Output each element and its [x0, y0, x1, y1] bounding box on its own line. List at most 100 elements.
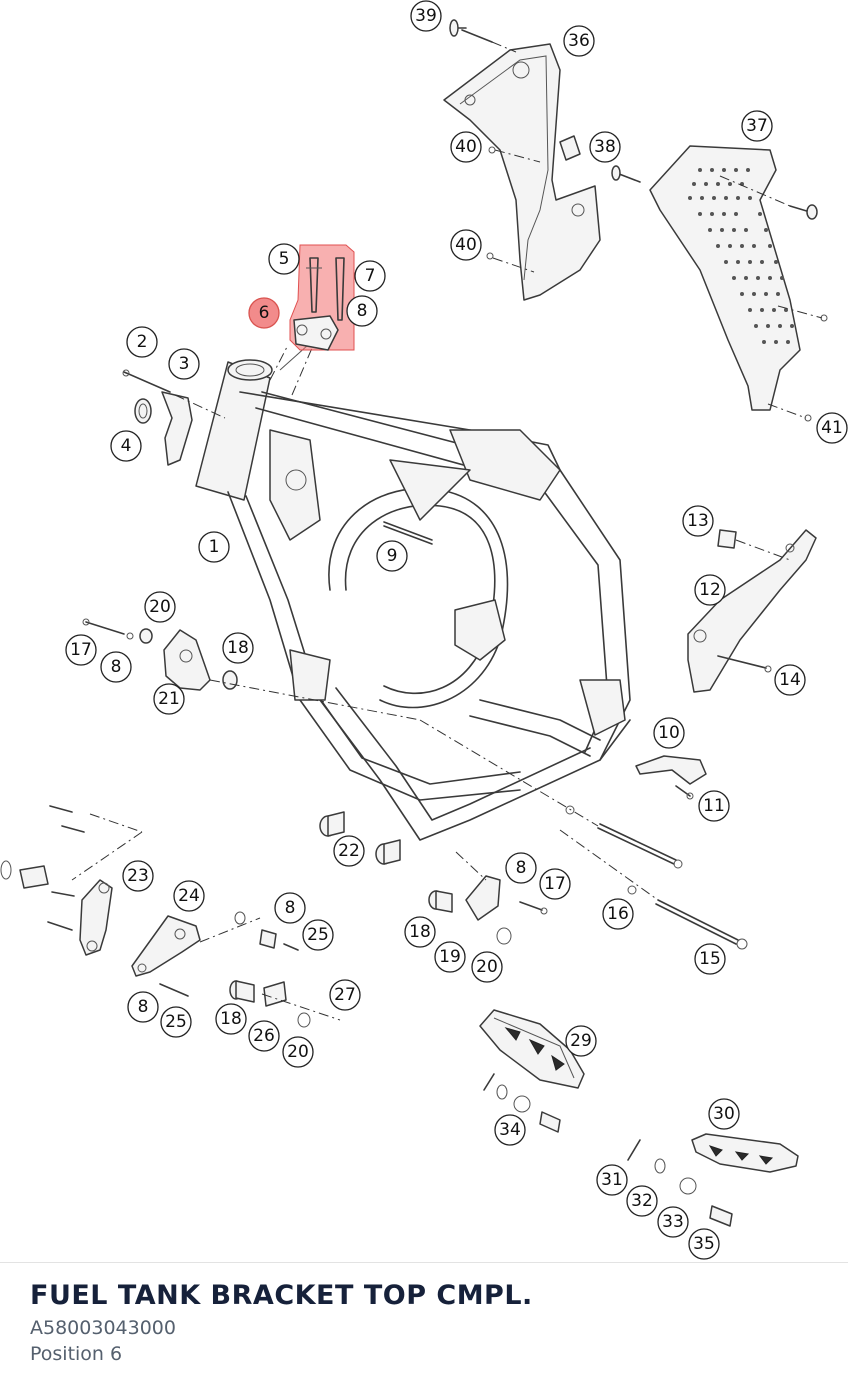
- part-position: Position 6: [30, 1343, 123, 1365]
- brake-pedal-mount-19[interactable]: [428, 851, 548, 945]
- callout-31[interactable]: 31: [596, 1164, 628, 1196]
- callout-35[interactable]: 35: [688, 1228, 720, 1260]
- callout-8-top[interactable]: 8: [346, 295, 378, 327]
- svg-text:17: 17: [70, 640, 92, 660]
- rod-9[interactable]: [383, 521, 433, 545]
- svg-text:2: 2: [137, 332, 148, 352]
- callout-18-mid[interactable]: 18: [404, 916, 436, 948]
- svg-text:36: 36: [568, 31, 590, 51]
- svg-text:25: 25: [307, 925, 329, 945]
- side-panel-36[interactable]: [443, 19, 601, 301]
- svg-text:37: 37: [746, 116, 768, 136]
- footrest-mount-24[interactable]: [131, 911, 341, 1028]
- fuel-tank-bracket-top[interactable]: [289, 244, 355, 351]
- callout-20-mid[interactable]: 20: [471, 951, 503, 983]
- callout-8-left[interactable]: 8: [100, 651, 132, 683]
- svg-text:33: 33: [662, 1212, 684, 1232]
- callout-20-lower[interactable]: 20: [282, 1036, 314, 1068]
- callout-40-bottom[interactable]: 40: [450, 229, 482, 261]
- callout-20-left[interactable]: 20: [144, 591, 176, 623]
- svg-text:29: 29: [570, 1031, 592, 1051]
- callout-6-selected[interactable]: 6: [248, 297, 280, 329]
- chain-guide-10[interactable]: [635, 755, 707, 800]
- shock-linkage-21[interactable]: [82, 618, 421, 721]
- callout-13[interactable]: 13: [682, 505, 714, 537]
- svg-text:11: 11: [703, 796, 725, 816]
- svg-text:22: 22: [338, 841, 360, 861]
- footrest-bracket-12[interactable]: [687, 529, 817, 693]
- callout-24[interactable]: 24: [173, 880, 205, 912]
- callout-5[interactable]: 5: [268, 243, 300, 275]
- swingarm-axle-15[interactable]: [559, 829, 748, 950]
- svg-text:8: 8: [111, 657, 122, 677]
- callout-8-bottom[interactable]: 8: [127, 991, 159, 1023]
- callout-17-mid[interactable]: 17: [539, 868, 571, 900]
- footpeg-29[interactable]: [479, 1009, 585, 1133]
- callout-2[interactable]: 2: [126, 326, 158, 358]
- callout-12[interactable]: 12: [694, 574, 726, 606]
- callout-22[interactable]: 22: [333, 835, 365, 867]
- callout-9[interactable]: 9: [376, 540, 408, 572]
- callout-15[interactable]: 15: [694, 943, 726, 975]
- radiator-guard-37[interactable]: [649, 145, 828, 422]
- svg-text:8: 8: [138, 997, 149, 1017]
- main-frame[interactable]: [195, 359, 631, 841]
- fastener-38[interactable]: [559, 135, 641, 183]
- callout-21[interactable]: 21: [153, 683, 185, 715]
- footpeg-30[interactable]: [627, 1133, 799, 1227]
- svg-text:30: 30: [713, 1104, 735, 1124]
- svg-text:8: 8: [357, 301, 368, 321]
- callout-18-left[interactable]: 18: [222, 632, 254, 664]
- svg-text:7: 7: [365, 266, 376, 286]
- callout-3[interactable]: 3: [168, 348, 200, 380]
- callout-8-mid[interactable]: 8: [505, 852, 537, 884]
- callout-23[interactable]: 23: [122, 860, 154, 892]
- svg-text:18: 18: [227, 638, 249, 658]
- part-number: A58003043000: [30, 1317, 176, 1339]
- callout-29[interactable]: 29: [565, 1025, 597, 1057]
- callout-11[interactable]: 11: [698, 790, 730, 822]
- callout-7[interactable]: 7: [354, 260, 386, 292]
- svg-text:24: 24: [178, 886, 200, 906]
- linkage-23[interactable]: [0, 805, 143, 956]
- svg-text:23: 23: [127, 866, 149, 886]
- svg-text:16: 16: [607, 904, 629, 924]
- screws-40[interactable]: [486, 146, 541, 273]
- exploded-parts-diagram: 39 36 37 40 38 40 5 7 8 6 2 3 4 41 1 9 1…: [0, 0, 848, 1260]
- callout-1[interactable]: 1: [198, 531, 230, 563]
- svg-text:15: 15: [699, 949, 721, 969]
- callout-34[interactable]: 34: [494, 1114, 526, 1146]
- callout-41[interactable]: 41: [816, 412, 848, 444]
- svg-text:4: 4: [121, 436, 132, 456]
- svg-text:35: 35: [693, 1234, 715, 1254]
- svg-text:18: 18: [220, 1009, 242, 1029]
- callout-36[interactable]: 36: [563, 25, 595, 57]
- svg-text:3: 3: [179, 354, 190, 374]
- callout-8-lower[interactable]: 8: [274, 892, 306, 924]
- spacers-22[interactable]: [319, 811, 401, 865]
- callout-33[interactable]: 33: [657, 1206, 689, 1238]
- svg-text:20: 20: [476, 957, 498, 977]
- callout-18-lower[interactable]: 18: [215, 1003, 247, 1035]
- callout-19[interactable]: 19: [434, 941, 466, 973]
- svg-text:13: 13: [687, 511, 709, 531]
- callout-27[interactable]: 27: [329, 979, 361, 1011]
- callout-37[interactable]: 37: [741, 110, 773, 142]
- divider: [0, 1262, 848, 1263]
- callout-40-top[interactable]: 40: [450, 131, 482, 163]
- callout-30[interactable]: 30: [708, 1098, 740, 1130]
- callout-16[interactable]: 16: [602, 898, 634, 930]
- callout-38[interactable]: 38: [589, 131, 621, 163]
- callout-25-upper[interactable]: 25: [302, 919, 334, 951]
- callout-4[interactable]: 4: [110, 430, 142, 462]
- callout-14[interactable]: 14: [774, 664, 806, 696]
- callout-10[interactable]: 10: [653, 717, 685, 749]
- callout-39[interactable]: 39: [410, 0, 442, 32]
- callout-26[interactable]: 26: [248, 1020, 280, 1052]
- axle-16[interactable]: [419, 719, 683, 869]
- callout-25-lower[interactable]: 25: [160, 1006, 192, 1038]
- callout-32[interactable]: 32: [626, 1185, 658, 1217]
- bracket-assembly-2-3-4[interactable]: [122, 369, 226, 466]
- callout-17-left[interactable]: 17: [65, 634, 97, 666]
- svg-text:25: 25: [165, 1012, 187, 1032]
